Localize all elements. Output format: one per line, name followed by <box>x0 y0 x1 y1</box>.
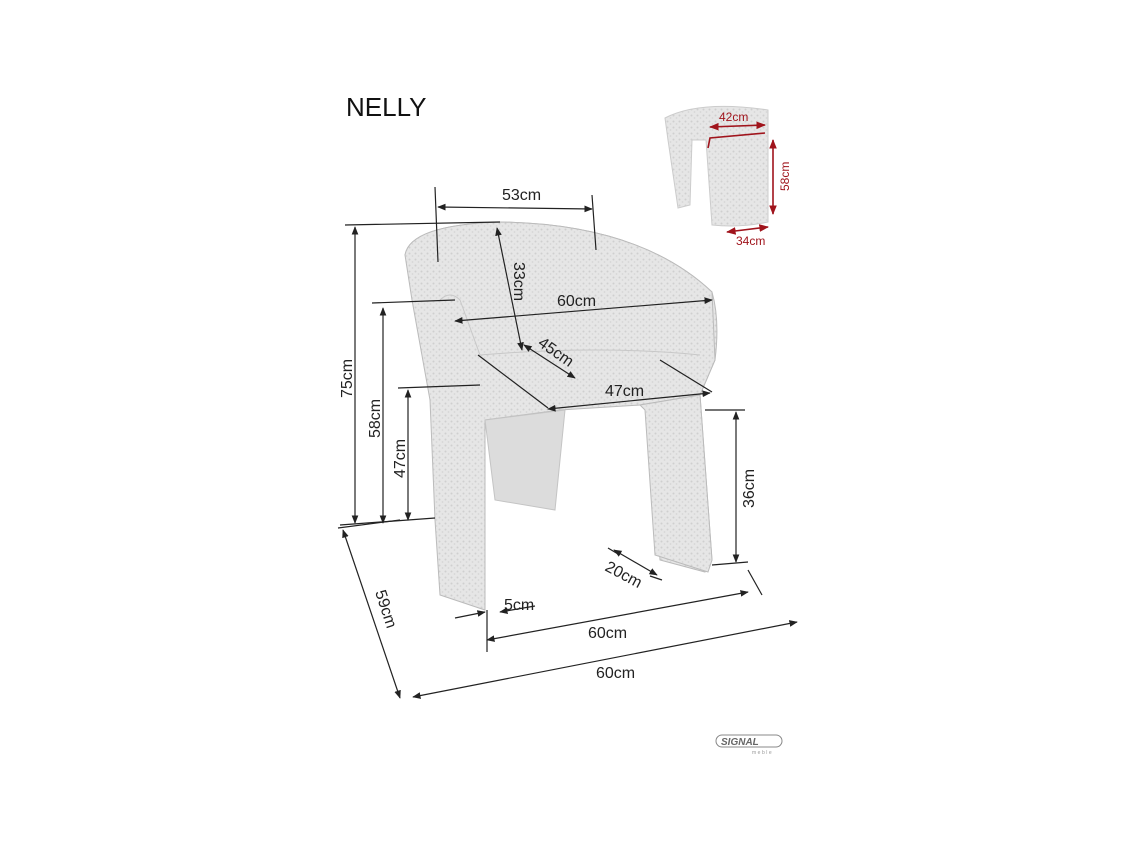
logo-brand: SIGNAL <box>721 737 759 748</box>
signal-logo: SIGNAL meble <box>715 734 783 756</box>
inset-label-width: 42cm <box>719 110 748 124</box>
label-seat-height: 47cm <box>392 439 409 478</box>
label-armrest-height: 58cm <box>367 399 384 438</box>
inset-label-height: 58cm <box>778 162 792 191</box>
label-seat-width: 47cm <box>605 383 644 400</box>
label-leg-thickness: 5cm <box>504 597 534 614</box>
label-back-height: 33cm <box>510 262 527 301</box>
label-total-height: 75cm <box>339 359 356 398</box>
product-title: NELLY <box>346 92 426 122</box>
label-total-width: 60cm <box>596 665 635 682</box>
chair-illustration <box>404 221 718 611</box>
label-back-width: 53cm <box>502 187 541 204</box>
logo-sub: meble <box>752 750 773 756</box>
dimension-lines <box>337 186 798 699</box>
label-inner-width: 60cm <box>557 293 596 310</box>
label-base-width: 60cm <box>588 625 627 642</box>
label-leg-clearance: 36cm <box>741 469 758 508</box>
inset-label-depth: 34cm <box>736 234 765 248</box>
inset-chair <box>664 105 777 235</box>
